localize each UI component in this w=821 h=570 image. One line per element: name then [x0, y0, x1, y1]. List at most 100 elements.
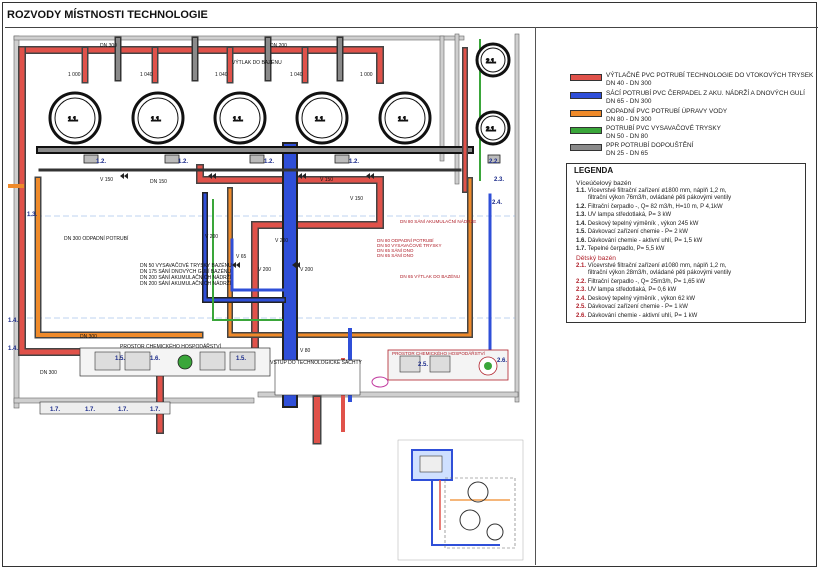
- heatpump-label: 1.7.: [118, 407, 128, 413]
- filter-unit: 1.1.: [378, 91, 432, 145]
- pipe-legend-sub: DN 65 - DN 300: [606, 98, 652, 105]
- kids-carbon-label: 2.6.: [497, 358, 507, 364]
- legend-item-code: 1.7.: [576, 246, 587, 252]
- legend-item-text: UV lampa středotlaká, P= 3 kW: [587, 212, 672, 218]
- filter-label: 1.1.: [398, 117, 408, 123]
- legend-item: 1.4. Deskový tepelný výměník , výkon 245…: [576, 221, 698, 228]
- valve-label: V 200: [275, 238, 288, 244]
- legend-item-code: 1.5.: [576, 229, 587, 235]
- filter-unit: 1.1.: [48, 91, 102, 145]
- heatpump-label: 1.7.: [85, 407, 95, 413]
- pump-label: 1.2.: [96, 159, 106, 165]
- valve-label: V 150: [100, 177, 113, 183]
- pipe-legend-text: POTRUBÍ PVC VYSAVAČOVÉ TRYSKY: [606, 125, 721, 132]
- legend-item-text: Dávkovací zařízení chemie - P= 2 kW: [587, 229, 688, 235]
- legend-item-code: 1.4.: [576, 220, 587, 227]
- legend-item-text: UV lampa středotlaká, P= 0,6 kW: [587, 287, 677, 293]
- legend-item-text: Vícevrstvé filtrační zařízení ø1800 mm, …: [587, 188, 727, 194]
- kids-uv-label: 2.3.: [494, 177, 504, 183]
- legend-item: 1.7. Tepelné čerpadlo, P= 5,5 kW: [576, 246, 664, 253]
- kids-pipe-label: DN 50 VYSAVAČOVÉ TRYSKY: [377, 242, 442, 248]
- kids-suction-label: DN 80 SÁNÍ AKUMULAČNÍ NÁDRŽE: [400, 217, 476, 224]
- grid-lines: [18, 215, 515, 319]
- legend-item-code: 2.5.: [576, 304, 587, 310]
- kids-filter-label: 2.1.: [486, 59, 496, 65]
- filter-unit: 1.1.: [295, 91, 349, 145]
- legend-item: 1.3. UV lampa středotlaká, P= 3 kW: [576, 212, 671, 219]
- legend-item: 2.2. Filtrační čerpadlo -, Q= 25m3/h, P=…: [576, 279, 705, 286]
- valve-label: V 150: [320, 177, 333, 183]
- dn-label: DN 200: [270, 43, 287, 49]
- dimension-label: 1 040: [215, 72, 228, 78]
- kids-chem-room-label: PROSTOR CHEMICKÉHO HOSPODÁŘSTVÍ: [392, 349, 486, 356]
- suction-label: DN 175 SÁNÍ DNOVÝCH GULÍ BAZÉNU: [140, 268, 232, 275]
- filter-label: 1.1.: [68, 117, 78, 123]
- legend-item-text: Deskový tepelný výměník , výkon 62 kW: [587, 295, 696, 302]
- dosing-label: 1.5.: [236, 356, 246, 362]
- legend-title: LEGENDA: [574, 166, 614, 175]
- legend-item: 2.5. Dávkovací zařízení chemie - P= 1 kW: [576, 304, 688, 311]
- legend-box: [566, 163, 806, 323]
- pump-label: 1.2.: [264, 159, 274, 165]
- pipe-legend-text: VÝTLAČNÉ PVC POTRUBÍ TECHNOLOGIE DO VTOK…: [606, 72, 814, 79]
- legend-item: 1.5. Dávkovací zařízení chemie - P= 2 kW: [576, 229, 688, 236]
- plan-annotations: DN 300 DN 200 VÝTLAK DO BAZÉNU 1 000 1 0…: [40, 43, 476, 376]
- title-divider: [5, 27, 818, 28]
- legend-item-text: Deskový tepelný výměník , výkon 245 kW: [587, 220, 699, 227]
- pipe-legend-text: ODPADNÍ PVC POTRUBÍ ÚPRAVY VODY: [606, 108, 728, 115]
- filter-label: 1.1.: [233, 117, 243, 123]
- legend-adult-heading: Víceúčelový bazén: [576, 180, 632, 187]
- pipe-legend-sub: DN 80 - DN 300: [606, 116, 652, 123]
- legend-item-text-cont: filtrační výkon 28m3/h, ovládané pěti pá…: [588, 270, 732, 276]
- kids-pipe-label: DN 80 ODPADNÍ POTRUBÍ: [377, 237, 434, 243]
- drain-label: DN 300 ODPADNÍ POTRUBÍ: [64, 235, 129, 242]
- pipe-swatch-green: [570, 127, 602, 134]
- pipe-legend-sub: DN 40 - DN 300: [606, 80, 652, 87]
- hx-label: 1.4.: [8, 318, 18, 324]
- heatpump-label: 1.7.: [50, 407, 60, 413]
- kids-delivery-label: DN 65 VÝTLAK DO BAZÉNU: [400, 273, 460, 279]
- hx-label: 1.4.: [8, 346, 18, 352]
- pipe-swatch-orange: [570, 110, 602, 117]
- kids-hx-label: 2.4.: [492, 200, 502, 206]
- detail-plan: [397, 439, 524, 561]
- suction-label: DN 200 SÁNÍ AKUMULAČNÍCH NÁDRŽÍ: [140, 279, 232, 287]
- uv-label: 1.3.: [27, 212, 37, 218]
- legend-item: 2.6. Dávkování chemie - aktivní uhlí, P=…: [576, 313, 697, 320]
- heat-pumps: 1.7. 1.7. 1.7. 1.7.: [39, 401, 171, 415]
- legend-item-code: 1.6.: [576, 237, 587, 244]
- legend-item-code: 1.1.: [576, 188, 587, 194]
- legend-item-text-cont: filtrační výkon 76m3/h, ovládané pěti pá…: [588, 195, 732, 201]
- legend-item-text: Dávkování chemie - aktivní uhlí, P= 1 kW: [587, 312, 698, 319]
- kids-pipe-label: DN 65 SÁNÍ DNO: [377, 252, 414, 258]
- pipe-legend-sub: DN 25 - DN 65: [606, 150, 648, 157]
- legend-item: 1.1. Vícevrstvé filtrační zařízení ø1800…: [576, 188, 731, 202]
- legend-item-code: 2.4.: [576, 295, 587, 302]
- legend-item-text: Dávkování chemie - aktivní uhlí, P= 1,5 …: [587, 237, 703, 244]
- legend-item: 2.1. Vícevrstvé filtrační zařízení ø1080…: [576, 263, 731, 277]
- kids-filter-label: 2.1.: [486, 127, 496, 133]
- valve-label: V 200: [300, 267, 313, 273]
- kids-filter-unit: 2.1.: [475, 110, 511, 146]
- delivery-label: VÝTLAK DO BAZÉNU: [232, 59, 282, 66]
- pump-label: 1.2.: [178, 159, 188, 165]
- dn-label: DN 150: [150, 179, 167, 185]
- pipe-legend-item: VÝTLAČNÉ PVC POTRUBÍ TECHNOLOGIE DO VTOK…: [606, 72, 813, 88]
- pipe-legend-sub: DN 50 - DN 80: [606, 133, 648, 140]
- pumps: [83, 154, 501, 164]
- dimension-label: 1 000: [68, 72, 81, 78]
- legend-item-text: Vícevrstvé filtrační zařízení ø1080 mm, …: [587, 263, 727, 269]
- legend-item-code: 2.6.: [576, 312, 587, 319]
- pump-labels: 1.2. 1.2. 1.2. 1.2. 2.2. 1.3. 2.3. 2.4. …: [8, 159, 504, 352]
- kids-filter-unit: 2.1.: [475, 42, 511, 78]
- entry-shaft-label: VSTUP DO TECHNOLOGICKÉ ŠACHTY: [270, 359, 362, 366]
- filter-label: 1.1.: [315, 117, 325, 123]
- valve-label: V 80: [300, 348, 311, 354]
- dosing-label: 1.5.: [115, 356, 125, 362]
- filter-units: 1.1. 1.1. 1.1. 1.1. 1.1. 2.1. 2.1.: [48, 42, 511, 146]
- page-title: ROZVODY MÍSTNOSTI TECHNOLOGIE: [7, 9, 208, 21]
